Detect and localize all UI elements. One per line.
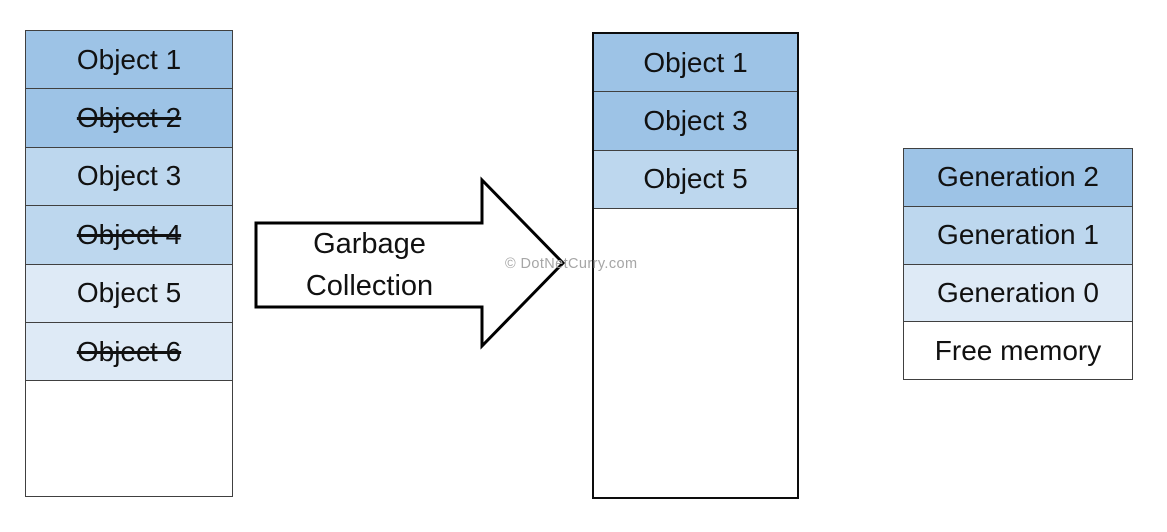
memory-cell-label: Object 6 xyxy=(76,335,182,367)
arrow-shape xyxy=(254,176,566,350)
heap-before-column: Object 1 Object 2 Object 3 Object 4 Obje… xyxy=(25,30,233,497)
generation-cell-label: Generation 2 xyxy=(937,161,1099,193)
watermark: © DotNetCurry.com xyxy=(505,256,638,272)
memory-cell-label: Object 3 xyxy=(643,105,748,137)
generations-column: Generation 2 Generation 1 Generation 0 F… xyxy=(903,148,1133,380)
memory-cell: Object 3 xyxy=(26,147,232,207)
memory-cell: Object 1 xyxy=(594,34,797,93)
generation-cell-label: Free memory xyxy=(934,334,1102,366)
memory-cell: Object 4 xyxy=(26,206,232,265)
free-space-cell xyxy=(26,381,232,496)
memory-cell-label: Object 3 xyxy=(76,160,182,192)
memory-cell-label: Object 2 xyxy=(76,102,182,134)
free-space-cell xyxy=(594,209,797,497)
memory-cell: Object 2 xyxy=(26,89,232,148)
generation-cell: Generation 1 xyxy=(904,206,1132,265)
memory-cell: Object 5 xyxy=(594,150,797,210)
heap-after-column: Object 1 Object 3 Object 5 xyxy=(592,32,799,499)
memory-cell: Object 1 xyxy=(26,31,232,90)
memory-cell-label: Object 1 xyxy=(76,43,182,75)
memory-cell: Object 6 xyxy=(26,322,232,382)
memory-cell-label: Object 1 xyxy=(643,46,748,78)
arrow-label: Garbage Collection xyxy=(305,228,434,302)
memory-cell-label: Object 4 xyxy=(76,218,182,250)
generation-cell-label: Generation 0 xyxy=(937,276,1099,308)
generation-cell-label: Generation 1 xyxy=(937,219,1099,251)
generation-cell: Generation 2 xyxy=(904,149,1132,207)
memory-cell-label: Object 5 xyxy=(643,163,748,195)
memory-cell-label: Object 5 xyxy=(76,277,182,309)
generation-cell: Generation 0 xyxy=(904,264,1132,323)
memory-cell: Object 3 xyxy=(594,92,797,151)
garbage-collection-arrow xyxy=(254,176,566,350)
memory-cell: Object 5 xyxy=(26,264,232,323)
generation-cell: Free memory xyxy=(904,322,1132,379)
